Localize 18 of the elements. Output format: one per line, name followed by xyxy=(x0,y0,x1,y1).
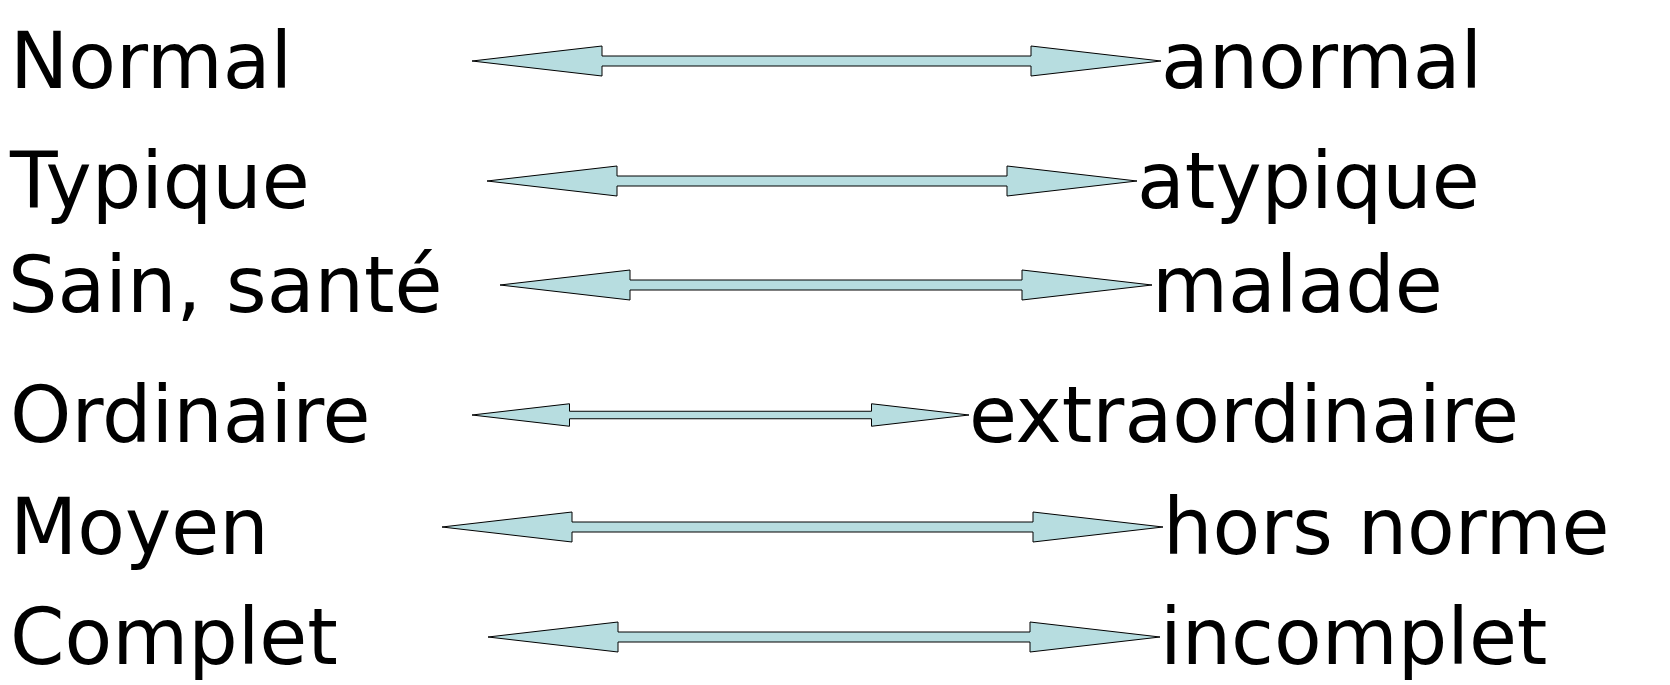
term-label: Moyen xyxy=(10,482,269,572)
term-label: malade xyxy=(1152,240,1443,330)
term-label: anormal xyxy=(1161,16,1483,106)
term-label: extraordinaire xyxy=(969,370,1520,460)
term-label: atypique xyxy=(1137,136,1480,226)
double-arrow xyxy=(471,45,1162,77)
term-label: incomplet xyxy=(1160,592,1548,682)
term-label: hors norme xyxy=(1163,482,1610,572)
term-label: Complet xyxy=(10,592,338,682)
double-arrow xyxy=(441,511,1164,543)
double-arrow xyxy=(499,269,1153,301)
double-arrow xyxy=(487,621,1161,653)
double-arrow xyxy=(486,165,1138,197)
double-arrow xyxy=(471,403,970,427)
term-label: Sain, santé xyxy=(8,240,443,330)
term-label: Ordinaire xyxy=(10,370,371,460)
term-label: Normal xyxy=(10,16,293,106)
term-label: Typique xyxy=(10,136,310,226)
